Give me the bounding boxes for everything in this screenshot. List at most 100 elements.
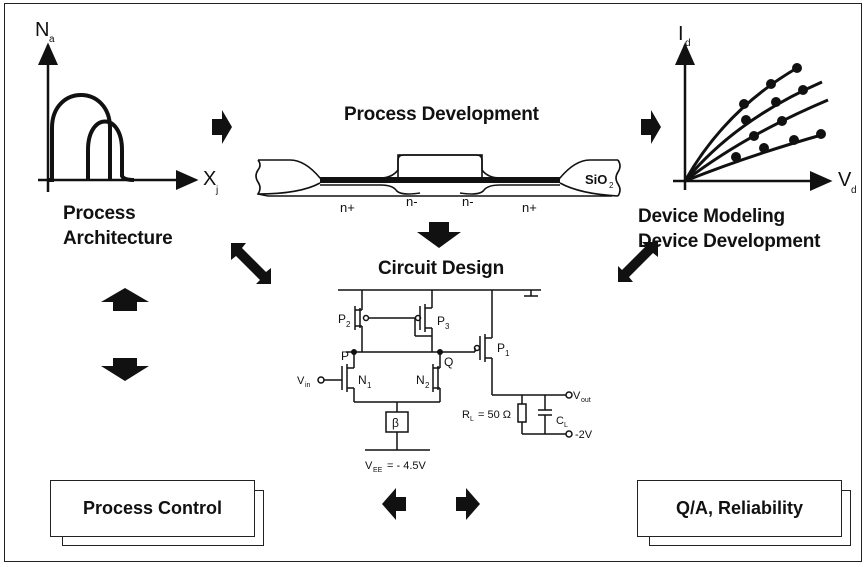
- neg-terminal: [565, 430, 573, 438]
- qa-reliability-box: Q/A, Reliability: [637, 480, 852, 546]
- arrow-right-bottom: [456, 488, 480, 520]
- xj-axis-sub: j: [215, 185, 218, 196]
- cl-label: C: [556, 415, 564, 427]
- mosfet-cross-section: [255, 154, 621, 197]
- iv-point: [816, 129, 826, 139]
- circuit-nodes: [351, 349, 443, 355]
- p3-gate-bubble: [414, 314, 422, 322]
- iv-points: [731, 63, 826, 162]
- cl-sub: L: [564, 422, 568, 429]
- rl-label: R: [462, 409, 470, 421]
- region-n-minus-right: n-: [462, 194, 474, 209]
- arrow-to-device-modeling: [641, 110, 661, 144]
- diagram-frame: [4, 3, 862, 562]
- vee-value: = - 4.5V: [387, 460, 426, 472]
- region-n-minus-left: n-: [406, 194, 418, 209]
- vee-label: V: [365, 460, 373, 472]
- iv-point: [777, 116, 787, 126]
- iv-point: [766, 79, 776, 89]
- node-q-dot: [437, 349, 443, 355]
- iv-point: [792, 63, 802, 73]
- n-plus-right-junction: [483, 184, 560, 191]
- field-oxide-left: [257, 182, 321, 195]
- neg-supply-label: -2V: [575, 429, 593, 441]
- n1-sub: 1: [367, 381, 372, 390]
- node-q-label: Q: [444, 355, 453, 369]
- qa-reliability-label: Q/A, Reliability: [637, 480, 842, 537]
- double-arrow-modeling-circuit: [618, 242, 658, 282]
- n-plus-left-junction: [320, 184, 397, 191]
- na-axis-sub: a: [49, 34, 55, 45]
- circuit-labels: P 2 P 3 P 1 N 1 N 2 P Q V in V out R L =…: [297, 312, 593, 474]
- n-minus-left-junction: [395, 189, 421, 195]
- double-arrow-architecture-circuit: [231, 243, 271, 284]
- surface-profile: [258, 154, 618, 179]
- sio2-label: SiO: [585, 172, 607, 187]
- process-control-box: Process Control: [50, 480, 265, 546]
- iv-curves-plot: [673, 42, 833, 191]
- iv-curve-1: [683, 66, 798, 182]
- vout-sub: out: [581, 397, 591, 404]
- gate-oxide-layer: [320, 177, 560, 183]
- device-modeling-title: Device Modeling Device Development: [638, 204, 820, 254]
- p3-label: P: [437, 314, 445, 328]
- vout-label: V: [573, 390, 581, 402]
- n1-label: N: [358, 373, 367, 387]
- process-architecture-line1: Process: [63, 203, 136, 224]
- vd-axis-label: V: [838, 169, 852, 191]
- iv-point: [789, 135, 799, 145]
- id-axis-label: I: [678, 23, 684, 45]
- doping-profile-plot: [38, 42, 199, 192]
- p1-sub: 1: [505, 349, 510, 358]
- arrow-down-to-circuit-design: [417, 222, 461, 248]
- vin-terminal: [317, 376, 325, 384]
- iv-point: [771, 97, 781, 107]
- arrow-left-bottom: [382, 488, 406, 520]
- process-architecture-line2: Architecture: [63, 228, 173, 249]
- node-p-label: P: [341, 349, 349, 363]
- iv-point: [798, 85, 808, 95]
- n-minus-right-junction: [459, 189, 485, 195]
- arrow-down-left: [101, 358, 149, 381]
- p2-sub: 2: [346, 320, 351, 329]
- vin-label: V: [297, 375, 305, 387]
- xj-axis-label: X: [203, 168, 216, 190]
- vd-axis-sub: d: [851, 185, 857, 196]
- iv-point: [759, 143, 769, 153]
- vee-sub: EE: [373, 467, 383, 474]
- rl-resistor: [517, 403, 527, 423]
- substrate-left-edge: [255, 159, 269, 197]
- iv-curve-4: [684, 132, 826, 183]
- p3-sub: 3: [445, 322, 450, 331]
- device-modeling-line2: Device Development: [638, 231, 821, 252]
- id-axis-sub: d: [685, 38, 691, 49]
- process-development-title: Process Development: [344, 104, 539, 125]
- arrow-to-process-development: [212, 110, 232, 144]
- iv-point: [731, 152, 741, 162]
- region-n-plus-left: n+: [340, 200, 355, 215]
- n2-sub: 2: [425, 381, 430, 390]
- na-axis-label: N: [35, 19, 49, 41]
- process-control-label: Process Control: [50, 480, 255, 537]
- iv-point: [741, 115, 751, 125]
- flow-arrows: [101, 110, 661, 520]
- region-n-plus-right: n+: [522, 200, 537, 215]
- device-modeling-line1: Device Modeling: [638, 206, 785, 227]
- doping-profile-shallow: [86, 119, 135, 182]
- vout-terminal: [565, 391, 573, 399]
- iv-point: [739, 99, 749, 109]
- iv-point: [749, 131, 759, 141]
- p2-gate-bubble: [362, 314, 370, 322]
- current-source-label: β: [392, 416, 399, 430]
- doping-profile-deep: [48, 93, 112, 182]
- arrow-up-left: [101, 288, 149, 311]
- p2-label: P: [338, 312, 346, 326]
- rl-value: = 50 Ω: [478, 409, 511, 421]
- process-architecture-title: Process Architecture: [63, 201, 173, 251]
- rl-sub: L: [470, 416, 474, 423]
- circuit-design-title: Circuit Design: [378, 258, 504, 279]
- node-p-dot: [351, 349, 357, 355]
- circuit-schematic: [317, 289, 573, 451]
- substrate-right-edge: [615, 159, 621, 197]
